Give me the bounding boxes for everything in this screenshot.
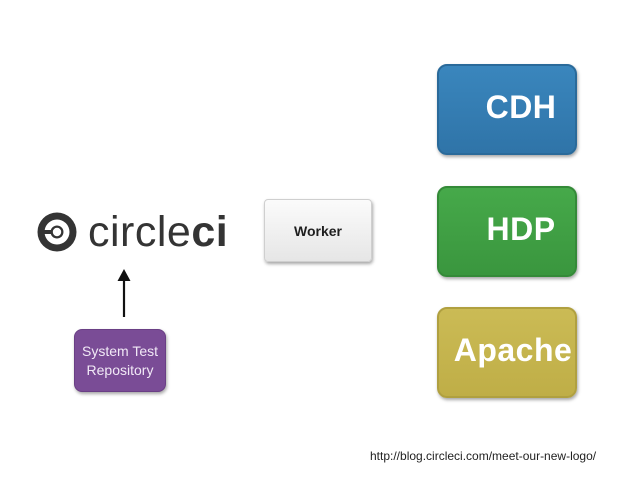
cdh-label: CDH (485, 89, 557, 125)
hdp-box: HDP (437, 186, 577, 277)
apache-label: Apache (453, 332, 573, 368)
logo-wordmark-circle: circle (88, 208, 192, 256)
cdh-box: CDH (437, 64, 577, 155)
repository-label-line1: System Test (82, 342, 158, 359)
logo-wordmark: circleci (88, 210, 228, 254)
repository-label-line2: Repository (86, 361, 154, 378)
source-url: http://blog.circleci.com/meet-our-new-lo… (370, 449, 597, 463)
circleci-logo-icon (37, 212, 77, 252)
arrow-up-icon (117, 269, 131, 317)
hdp-label: HDP (486, 211, 556, 247)
logo-wordmark-ci: ci (191, 208, 229, 256)
worker-box: Worker (264, 199, 372, 262)
apache-box: Apache (437, 307, 577, 398)
worker-label: Worker (294, 222, 342, 239)
circleci-logo: circleci (36, 210, 228, 254)
system-test-repository-box: System Test Repository (74, 329, 166, 392)
